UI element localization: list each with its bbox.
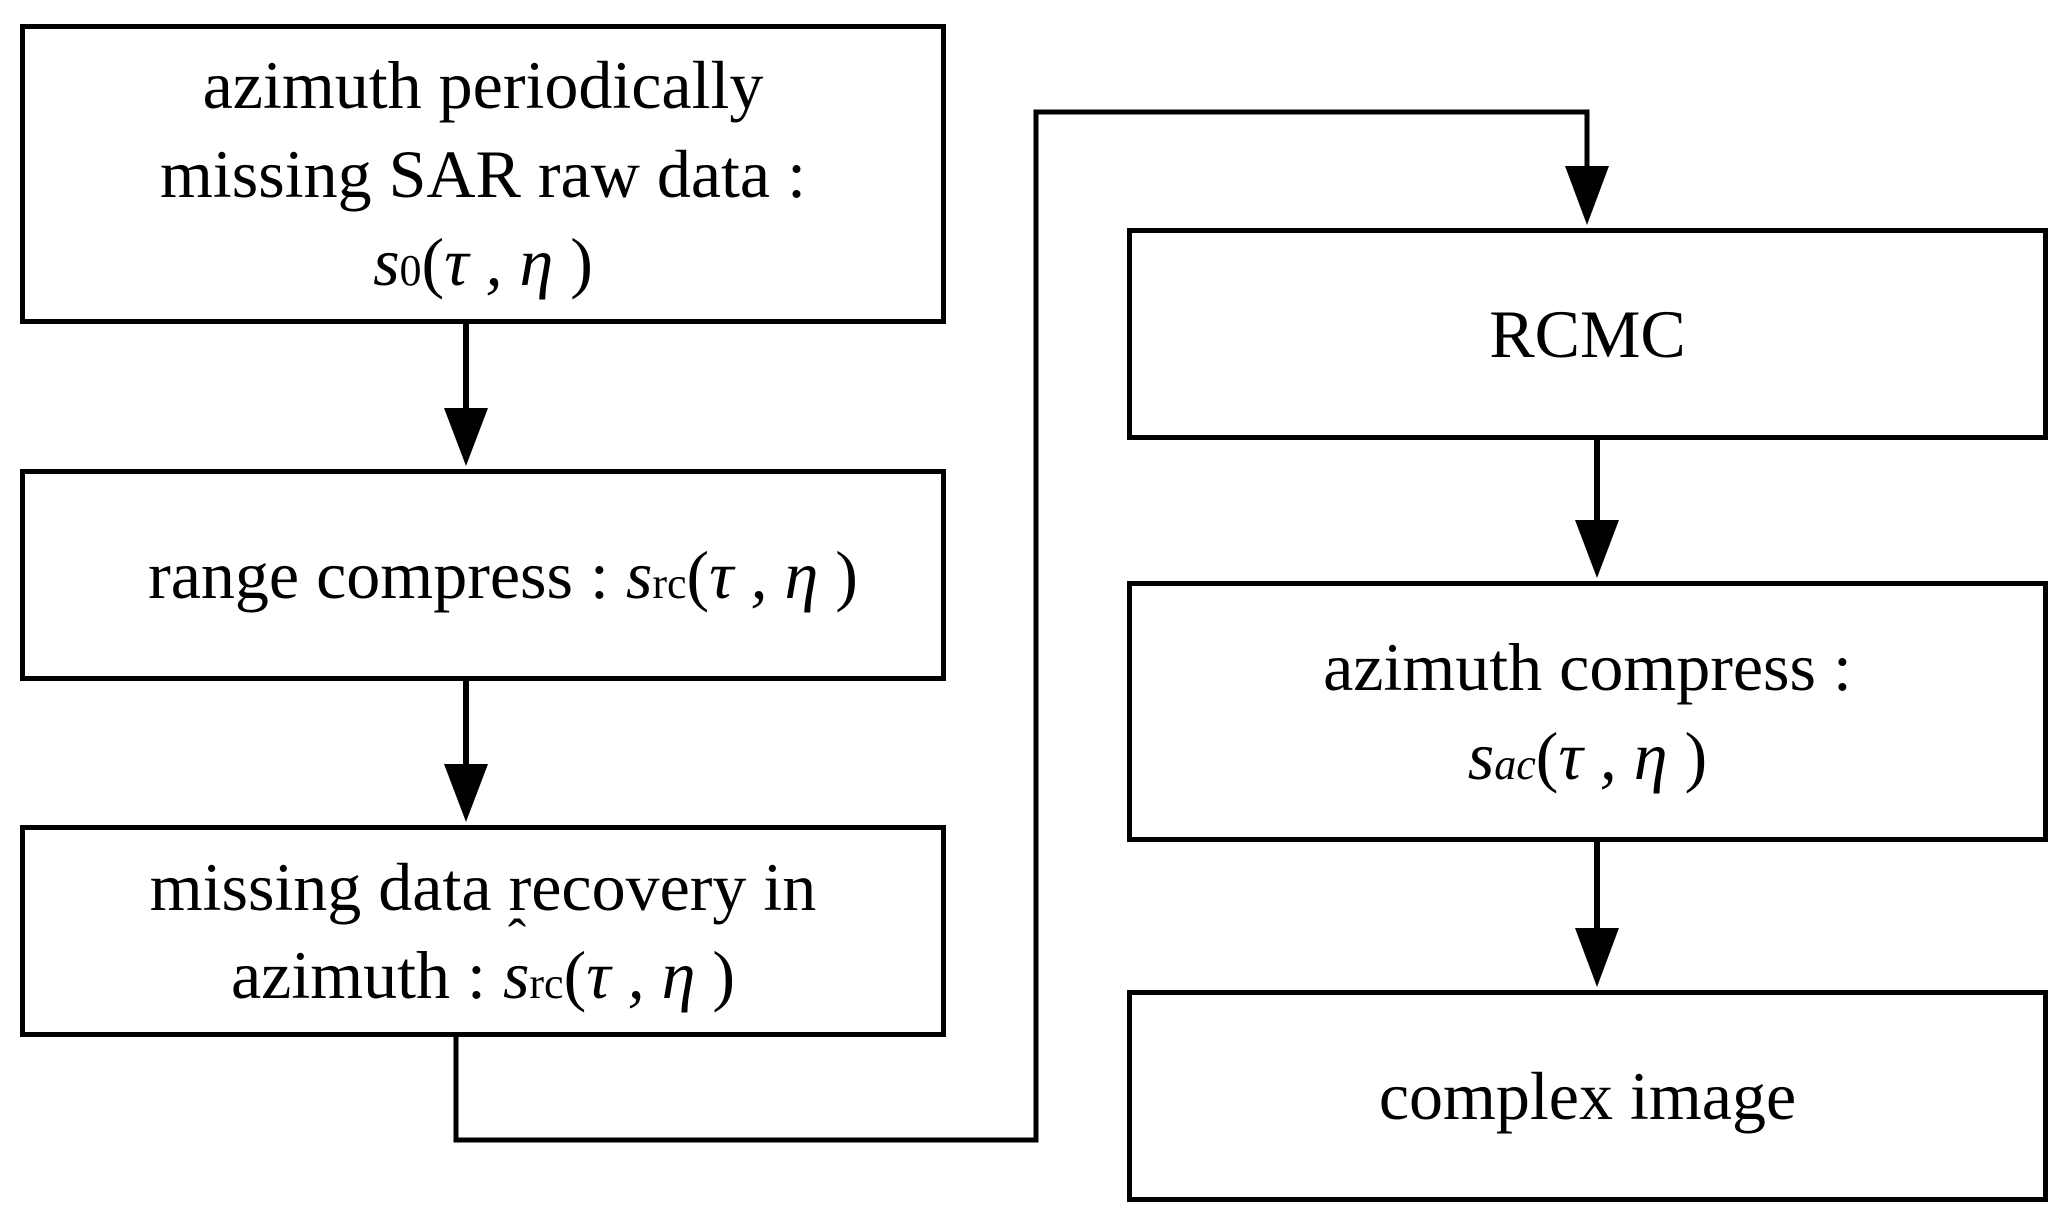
edge-raw-to-range: [444, 324, 488, 466]
node-range-compress: range compress : src(τ , η ): [20, 469, 946, 681]
arrowhead: [1565, 166, 1609, 225]
node-rcmc-label: RCMC: [1489, 295, 1686, 372]
node-raw-line-2: missing SAR raw data :: [160, 135, 806, 212]
arrowhead: [444, 408, 488, 466]
arrowhead: [1575, 520, 1619, 578]
node-recover-line-1: missing data recovery in: [149, 848, 817, 925]
node-range-label: range compress : src(τ , η ): [148, 536, 858, 613]
edge-azcomp-to-image: [1575, 842, 1619, 987]
edge-rcmc-to-azcomp: [1575, 440, 1619, 578]
node-raw-line-1: azimuth periodically: [202, 47, 764, 124]
arrowhead: [444, 764, 488, 822]
edge-recover-to-rcmc: [453, 109, 1609, 1143]
node-azcomp-symbol: sac(τ , η ): [1467, 717, 1708, 794]
node-azimuth-compress: azimuth compress : sac(τ , η ): [1127, 581, 2048, 842]
node-complex-image: complex image: [1127, 990, 2048, 1202]
node-image-label: complex image: [1378, 1057, 1797, 1134]
edge-range-to-recover: [444, 681, 488, 822]
node-recover-line-2: azimuth : src(τ , η ): [231, 931, 735, 1019]
node-rcmc: RCMC: [1127, 228, 2048, 440]
arrowhead: [1575, 928, 1619, 987]
node-missing-data-recovery: missing data recovery in azimuth : src(τ…: [20, 825, 946, 1037]
node-azcomp-line-1: azimuth compress :: [1323, 629, 1852, 706]
node-raw-data: azimuth periodically missing SAR raw dat…: [20, 24, 946, 324]
node-raw-symbol: s0(τ , η ): [373, 224, 593, 301]
